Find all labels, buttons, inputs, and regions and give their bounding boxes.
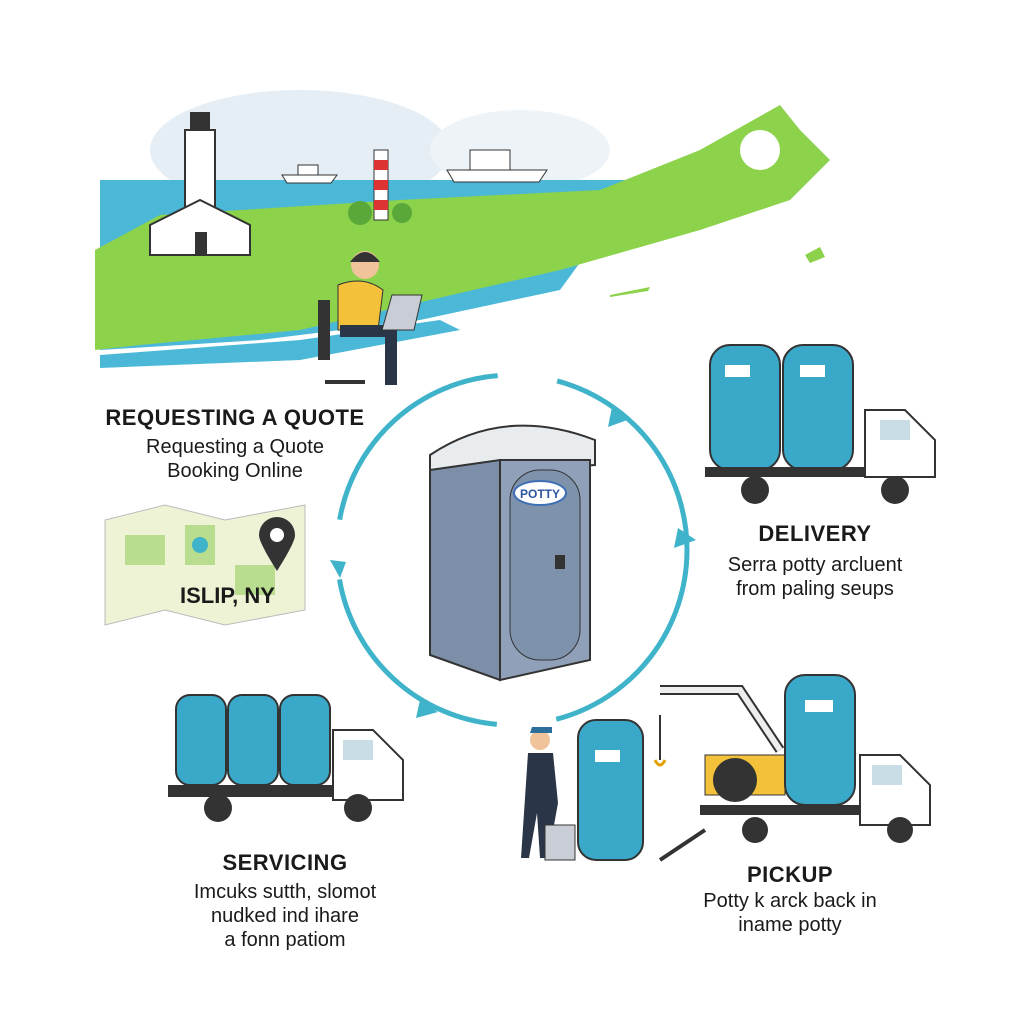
servicing-description-line-2: nudked ind ihare (211, 905, 359, 927)
toilet-door-label: POTTY (520, 487, 560, 501)
location-label: ISLIP, NY (180, 583, 275, 608)
long-island-landscape (95, 90, 830, 385)
pickup-title: PICKUP (746, 862, 834, 887)
portable-toilet-illustration: POTTY (429, 424, 596, 682)
delivery-title: DELIVERY (758, 521, 872, 546)
servicing-description-line-3: a fonn patiom (224, 929, 346, 951)
quote-title: REQUESTING A QUOTE (105, 405, 365, 430)
pickup-description-line-1: Potty k arck back in (703, 890, 877, 912)
quote-description-line-2: Booking Online (167, 460, 303, 482)
location-pin-icon (259, 517, 295, 571)
delivery-description-line-2: from paling seups (736, 578, 894, 600)
arrow-icon (608, 407, 630, 427)
quote-description-line-1: Requesting a Quote (146, 436, 324, 458)
delivery-truck (705, 344, 936, 504)
servicing-title: SERVICING (222, 850, 348, 875)
arrow-icon (330, 560, 346, 578)
arrow-icon (416, 700, 438, 718)
pickup-scene (521, 674, 931, 862)
pickup-description-line-2: iname potty (738, 914, 842, 936)
servicing-description-line-1: Imcuks sutth, slomot (193, 881, 377, 903)
arrow-icon (674, 528, 696, 548)
servicing-truck (168, 694, 404, 822)
map-icon (104, 504, 306, 626)
delivery-description-line-1: Serra potty arcluent (727, 554, 903, 576)
